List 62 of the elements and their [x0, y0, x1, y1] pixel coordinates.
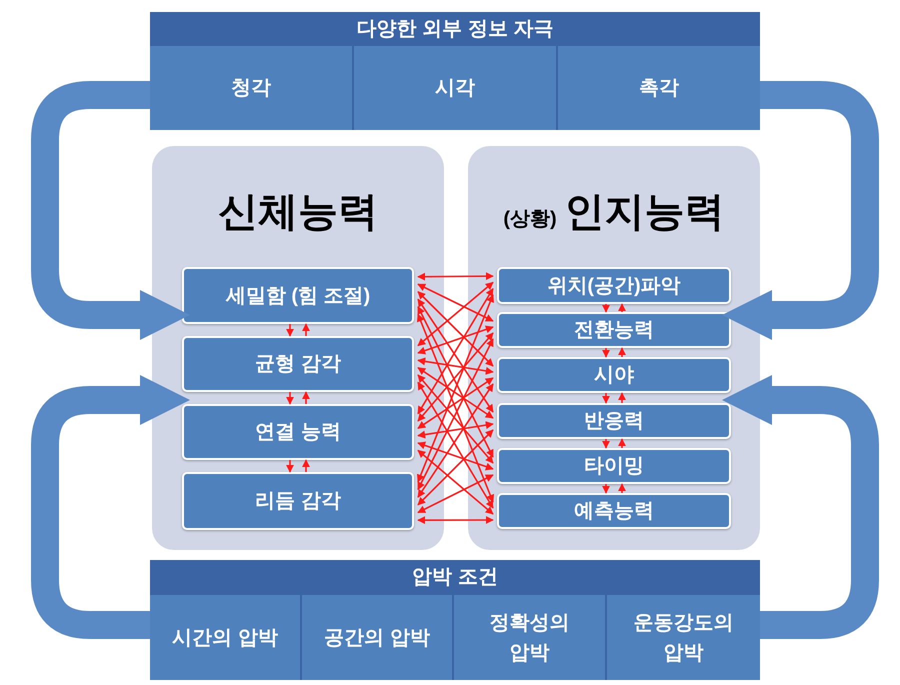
arrow: [417, 442, 494, 470]
arrow: [417, 358, 494, 375]
ability-box: 연결 능력: [182, 404, 414, 460]
header-band: [150, 560, 760, 680]
arrow: [417, 377, 494, 429]
header-band: [150, 12, 760, 130]
category-cell: 촉각: [558, 46, 760, 130]
ability-box: 타이밍: [497, 448, 731, 484]
arrow: [618, 438, 626, 448]
arrow: [416, 314, 494, 503]
arrow: [417, 474, 494, 514]
category-cell: 공간의 압박: [302, 595, 452, 680]
arrow: [417, 338, 494, 490]
arrow: [417, 326, 494, 354]
category-cell: 청각: [150, 46, 352, 130]
category-cell: 정확성의 압박: [454, 595, 605, 680]
arrow: [286, 460, 294, 473]
ability-box: 전환능력: [497, 312, 731, 348]
arrow: [417, 282, 494, 346]
arrow: [417, 291, 494, 367]
panel-title: (상황): [503, 207, 557, 232]
arrow: [417, 429, 494, 506]
ability-box: 예측능력: [497, 493, 731, 529]
arrow: [602, 439, 610, 449]
arrow: [417, 421, 494, 438]
arrow: [302, 323, 310, 336]
arrow: [602, 348, 610, 358]
arrow: [417, 306, 494, 458]
arrow: [417, 450, 494, 515]
arrow: [417, 272, 494, 281]
ability-panel: [468, 146, 760, 550]
band-heading: 압박 조건: [412, 564, 498, 590]
arrow: [618, 347, 626, 357]
arrow: [602, 484, 610, 494]
ability-box: 위치(공간)파악: [497, 267, 731, 304]
category-cell: 시각: [354, 46, 556, 130]
category-cell: 운동강도의 압박: [607, 595, 760, 680]
band-heading: 다양한 외부 정보 자극: [356, 16, 554, 42]
arrow: [602, 393, 610, 404]
arrow: [286, 324, 294, 337]
ability-panel: [152, 146, 444, 550]
ability-box: 시야: [497, 357, 731, 393]
arrow: [417, 516, 494, 524]
ability-box: 세밀함 (힘 조절): [182, 267, 414, 324]
arrow: [417, 332, 494, 422]
arrow: [416, 294, 494, 483]
arrow: [618, 483, 626, 493]
panel-title: 인지능력: [564, 189, 725, 236]
category-cell: 시간의 압박: [150, 595, 300, 680]
ability-box: 균형 감각: [182, 336, 414, 392]
panel-title: 신체능력: [218, 189, 378, 236]
arrow: [302, 391, 310, 404]
arrow: [618, 303, 626, 312]
arrow: [417, 374, 494, 464]
ability-box: 리듬 감각: [182, 472, 414, 530]
arrow: [602, 304, 610, 313]
arrow: [302, 459, 310, 472]
arrow: [417, 367, 494, 419]
arrow: [417, 284, 494, 322]
ability-box: 반응력: [497, 403, 731, 439]
arrow: [286, 392, 294, 405]
arrow: [618, 392, 626, 403]
